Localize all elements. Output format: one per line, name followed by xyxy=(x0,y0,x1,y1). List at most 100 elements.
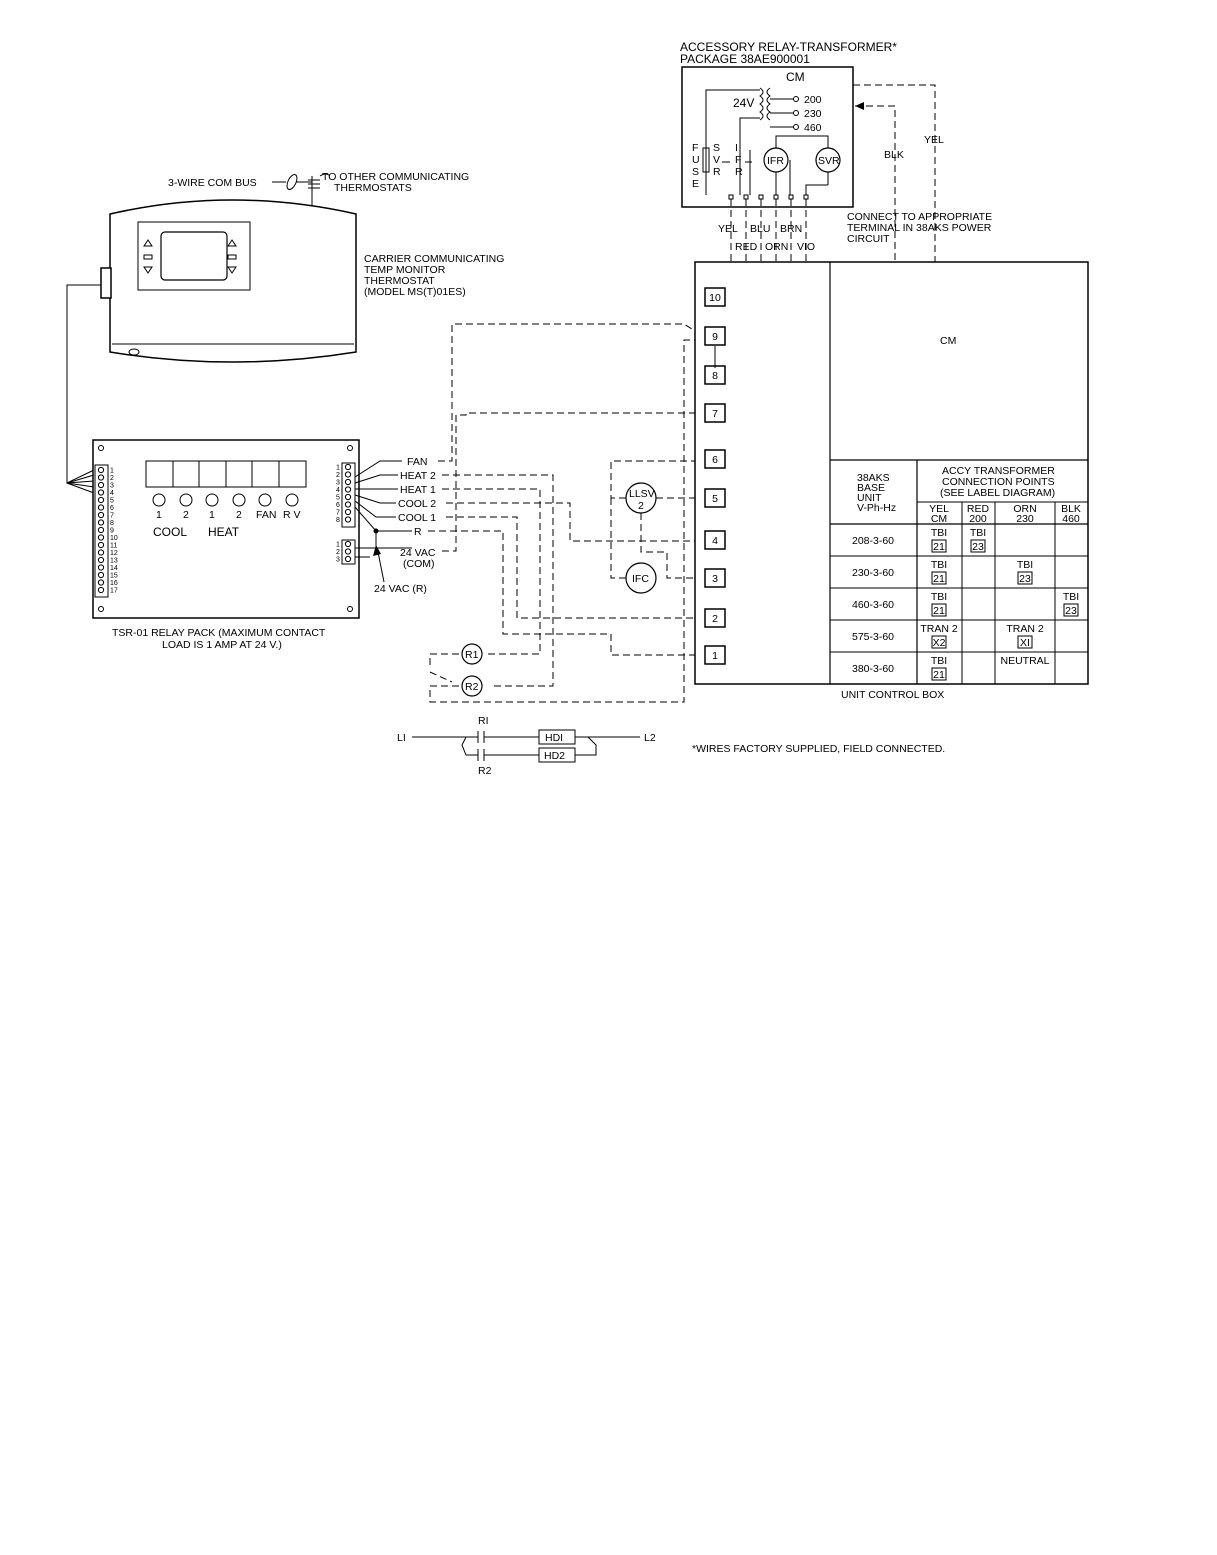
thermostat: CARRIER COMMUNICATING TEMP MONITOR THERM… xyxy=(100,198,504,363)
connect-note-line3: CIRCUIT xyxy=(847,233,890,245)
terminal-screw xyxy=(97,549,105,556)
cm-label: CM xyxy=(786,70,805,84)
terminal-screw xyxy=(344,555,352,563)
ladder-l2: L2 xyxy=(644,732,656,744)
indicator-label-2: 2 xyxy=(183,509,189,521)
unit-terminal-10 xyxy=(704,287,726,307)
table-cell-label: TRAN 2 xyxy=(1006,623,1044,635)
left-terminal-number: 13 xyxy=(110,558,118,565)
connection-points-table: 38AKS BASE UNIT V-Ph-Hz ACCY TRANSFORMER… xyxy=(830,459,1088,684)
relay-pack-caption-line1: TSR-01 RELAY PACK (MAXIMUM CONTACT xyxy=(112,627,326,639)
table-head-unit-1: 38AKS xyxy=(857,472,890,484)
terminal-screw xyxy=(97,474,105,481)
terminal-screw xyxy=(97,586,105,594)
left-terminal-number: 1 xyxy=(110,468,114,475)
table-col-sub: 230 xyxy=(1016,513,1034,525)
thermostat-display xyxy=(160,231,228,281)
table-head-group-3: (SEE LABEL DIAGRAM) xyxy=(940,487,1055,499)
indicator-label-4: 2 xyxy=(236,509,242,521)
tap-200: 200 xyxy=(804,94,822,106)
relay-package-box xyxy=(681,66,854,208)
table-row-unit: 575-3-60 xyxy=(852,631,894,643)
right-terminal-number: 3 xyxy=(336,557,340,564)
thermostat-line3: THERMOSTAT xyxy=(364,275,435,287)
cool-2-indicator xyxy=(179,493,193,507)
left-mode-button[interactable] xyxy=(143,254,153,260)
right-terminal-labels-b: 123 xyxy=(336,540,352,564)
table-cell-terminal-box xyxy=(1017,571,1033,585)
wire-brn: BRN xyxy=(780,223,802,235)
com-bus-other-line1: TO OTHER COMMUNICATING xyxy=(322,171,469,183)
right-down-arrow-icon[interactable] xyxy=(227,266,237,274)
ladder-r2: R2 xyxy=(478,765,492,777)
right-up-arrow-icon[interactable] xyxy=(227,239,237,247)
right-mode-button[interactable] xyxy=(227,254,237,260)
svg-text:R: R xyxy=(713,166,721,178)
svg-text:V: V xyxy=(713,154,720,166)
table-cell-terminal: 21 xyxy=(933,669,945,681)
terminal-screw xyxy=(97,496,105,504)
fuse-symbol xyxy=(702,147,710,173)
llsv-2-coil xyxy=(625,482,657,514)
llsv-label: LLSV xyxy=(629,488,655,500)
left-down-arrow-icon[interactable] xyxy=(143,266,153,274)
right-terminal-number: 1 xyxy=(336,542,340,549)
thermostat-indicator-icon xyxy=(128,348,140,356)
table-cell-terminal: 23 xyxy=(972,541,984,553)
left-terminal-number: 15 xyxy=(110,573,118,580)
terminal-screw xyxy=(344,463,352,471)
output-heat-2: HEAT 2 xyxy=(400,470,436,482)
terminal-screw xyxy=(97,541,105,549)
unit-terminal-6 xyxy=(704,449,726,469)
connect-note-line2: TERMINAL IN 38AKS POWER xyxy=(847,222,992,234)
unit-terminal-number: 10 xyxy=(709,292,721,304)
left-terminal-strip xyxy=(94,464,109,598)
indicator-label-1: 1 xyxy=(156,509,162,521)
wire-blu: BLU xyxy=(750,223,770,235)
unit-terminal-number: 9 xyxy=(712,331,718,343)
left-terminal-number: 3 xyxy=(110,483,114,490)
thermostat-side-tab xyxy=(100,267,112,299)
terminal-screw xyxy=(344,493,352,501)
terminal-screw xyxy=(344,486,352,493)
table-head-group-1: ACCY TRANSFORMER xyxy=(942,465,1055,477)
left-terminal-number: 6 xyxy=(110,505,114,512)
right-terminal-number: 3 xyxy=(336,480,340,487)
thermostat-body xyxy=(109,199,357,363)
table-cell-terminal-box xyxy=(970,539,986,553)
svg-text:F: F xyxy=(735,154,741,166)
table-row-unit: 460-3-60 xyxy=(852,599,894,611)
unit-terminal-4 xyxy=(704,530,726,550)
terminal-screw xyxy=(344,548,352,555)
indicator-label-rv: R V xyxy=(283,509,301,521)
tap-460: 460 xyxy=(804,122,822,134)
indicator-label-3: 1 xyxy=(209,509,215,521)
left-terminal-number: 8 xyxy=(110,520,114,527)
r2-coil xyxy=(461,675,483,697)
table-cell-terminal: X2 xyxy=(933,637,946,649)
fuse-label-f: F xyxy=(692,142,698,154)
com-bus-label: 3-WIRE COM BUS xyxy=(168,177,257,189)
unit-terminal-number: 6 xyxy=(712,454,718,466)
right-terminal-number: 6 xyxy=(336,502,340,509)
com-bus-cable-icon xyxy=(286,174,298,190)
table-row-unit: 380-3-60 xyxy=(852,663,894,675)
left-up-arrow-icon[interactable] xyxy=(143,239,153,247)
relay-package-title-line2: PACKAGE 38AE900001 xyxy=(680,52,810,66)
heat-2-indicator xyxy=(232,493,246,507)
table-col-sub: CM xyxy=(931,513,947,525)
right-terminal-number: 5 xyxy=(336,495,340,502)
output-cool-1: COOL 1 xyxy=(398,512,436,524)
left-terminal-number: 12 xyxy=(110,550,118,557)
transformer-secondary-coil xyxy=(766,87,771,121)
terminal-screw xyxy=(97,481,105,489)
vac-com-line1: 24 VAC xyxy=(400,547,436,559)
svg-text:I: I xyxy=(735,142,738,154)
table-cell-terminal: 21 xyxy=(933,605,945,617)
right-terminal-number: 2 xyxy=(336,472,340,479)
left-terminal-number: 5 xyxy=(110,498,114,505)
